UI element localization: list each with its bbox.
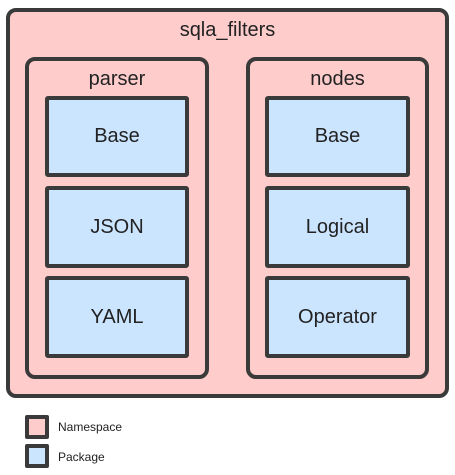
legend-package-label: Package [58, 450, 105, 464]
legend-package-swatch [25, 444, 49, 468]
package-label: Operator [298, 305, 377, 328]
package-nodes-logical: Logical [265, 186, 410, 268]
namespace-title: sqla_filters [179, 19, 276, 41]
package-parser-json: JSON [45, 186, 189, 268]
package-nodes-base: Base [265, 96, 410, 177]
package-label: YAML [90, 305, 144, 328]
package-parser-yaml: YAML [45, 276, 189, 358]
legend-namespace-label: Namespace [58, 420, 123, 434]
package-label: Base [314, 125, 361, 147]
package-label: Logical [305, 215, 370, 238]
package-nodes-operator: Operator [265, 276, 410, 358]
package-label: JSON [90, 215, 144, 238]
legend-namespace-swatch [25, 415, 49, 439]
package-parser-base: Base [45, 96, 189, 177]
namespace-title: parser [88, 68, 146, 90]
package-label: Base [94, 125, 140, 147]
namespace-title: nodes [310, 68, 365, 90]
